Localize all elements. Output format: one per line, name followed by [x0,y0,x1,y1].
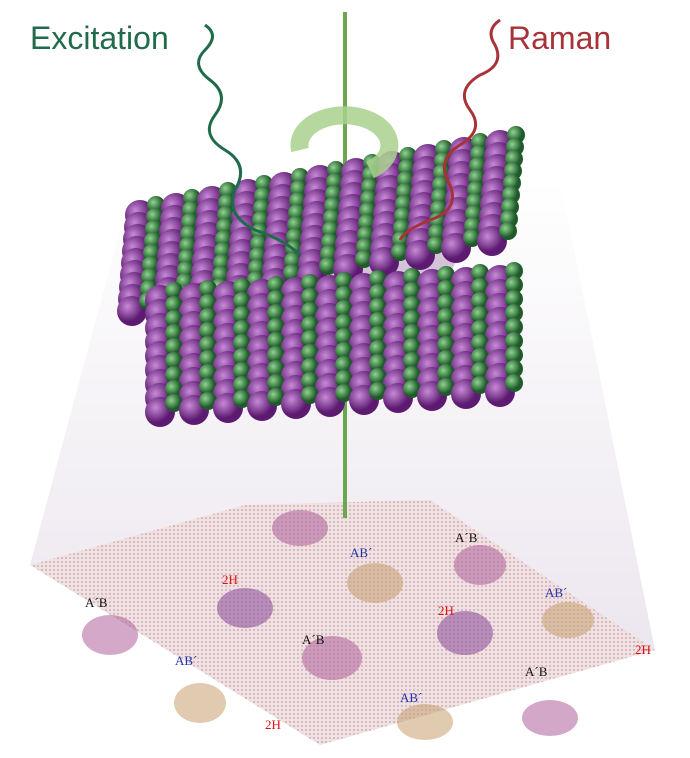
stacking-label: AB´ [350,545,373,560]
raman-wave [398,18,501,241]
atoms [117,126,525,427]
stacking-label: 2H [438,603,454,618]
stacking-label: A´B [455,530,478,545]
stacking-label: 2H [265,717,281,732]
stacking-label: AB´ [400,690,423,705]
excitation-label: Excitation [30,20,169,56]
excitation-wave [197,23,302,257]
moire-domains [82,510,594,740]
stacking-label: A´B [85,595,108,610]
stacking-label: 2H [222,572,238,587]
stacking-label: AB´ [545,585,568,600]
stacking-label: A´B [302,632,325,647]
stacking-label: 2H [635,642,651,657]
stacking-label: AB´ [175,653,198,668]
rotation-arrow-icon [290,106,399,179]
raman-label: Raman [508,20,612,56]
stacking-label: A´B [525,664,548,679]
